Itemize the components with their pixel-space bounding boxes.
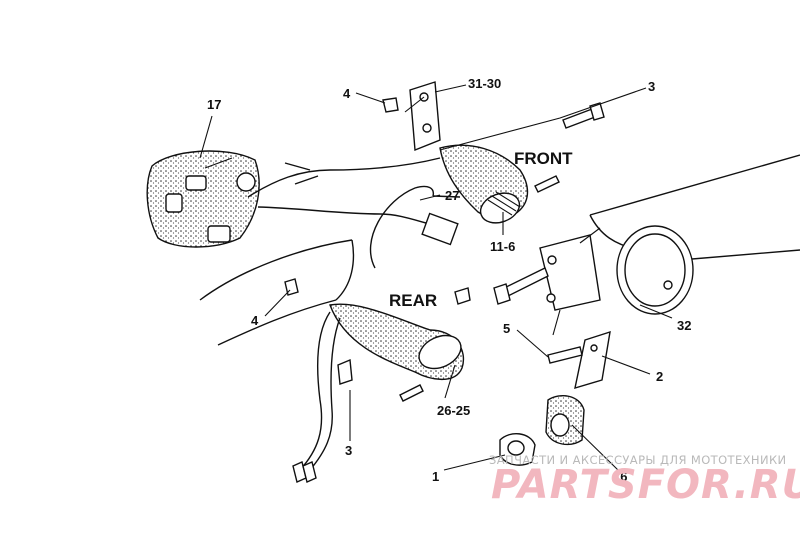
callout-16: 16 [613, 469, 627, 484]
rear-harness [284, 278, 353, 483]
callout-3-top: 3 [648, 79, 655, 94]
callout-3-bottom: 3 [345, 443, 352, 458]
leader-lines [199, 84, 673, 471]
watermark: ЗАПЧАСТИ И АКСЕССУАРЫ ДЛЯ МОТОТЕХНИКИ PA… [489, 453, 800, 508]
socket-part [545, 394, 585, 446]
switch-wiring [247, 157, 459, 246]
callout-17: 17 [207, 97, 221, 112]
small-bracket-part [547, 330, 611, 390]
rear-turn-signal [329, 287, 471, 402]
callout-31-30: 31-30 [468, 76, 501, 91]
callout-27: 27 [445, 188, 459, 203]
horn-part [493, 225, 694, 315]
callout-11-6: 11-6 [490, 239, 515, 254]
callout-32: 32 [677, 318, 691, 333]
handlebar-switch [146, 150, 260, 248]
front-label: FRONT [514, 149, 573, 168]
callout-5: 5 [503, 321, 510, 336]
callout-4-left: 4 [251, 313, 259, 328]
watermark-brand: PARTSFOR.RU [491, 462, 800, 508]
front-turn-signal [439, 144, 560, 224]
front-screw [562, 102, 605, 129]
callout-26-25: 26-25 [437, 403, 470, 418]
frame-outline [199, 154, 800, 346]
callout-4-top: 4 [343, 86, 351, 101]
watermark-tagline: ЗАПЧАСТИ И АКСЕССУАРЫ ДЛЯ МОТОТЕХНИКИ [489, 453, 787, 467]
callout-2: 2 [656, 369, 663, 384]
bulb-part [499, 433, 536, 466]
callout-1: 1 [432, 469, 439, 484]
rear-label: REAR [389, 291, 437, 310]
bracket-part [382, 81, 441, 152]
